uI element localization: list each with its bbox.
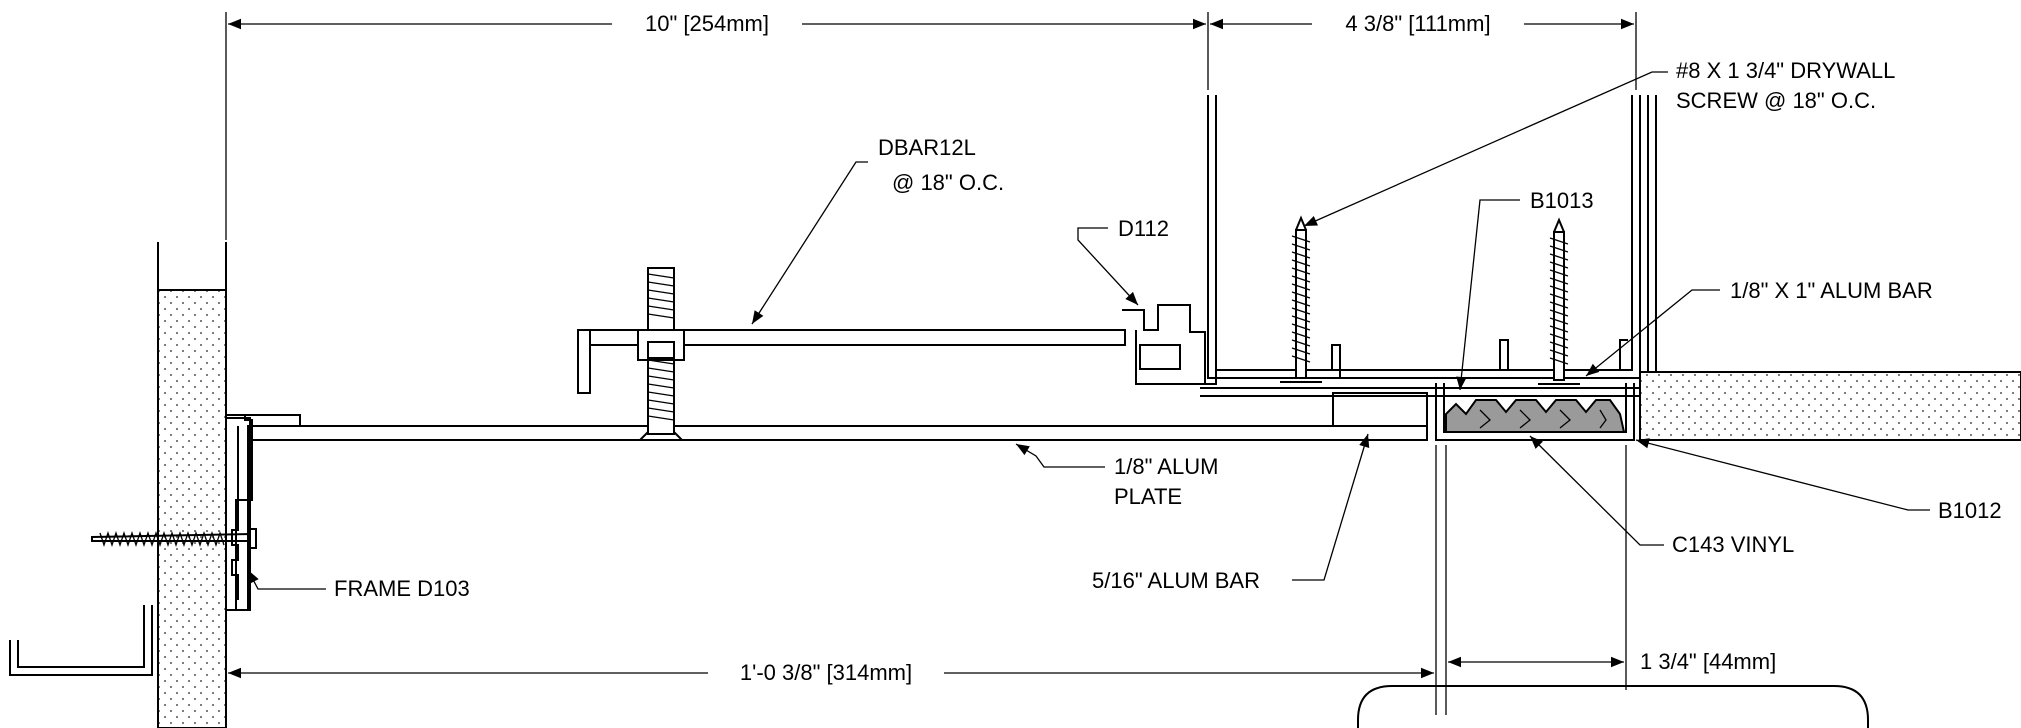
callout-frame: FRAME D103 (334, 576, 470, 601)
dbar12l-anchor (577, 267, 1126, 435)
drywall-screw-left (1280, 215, 1322, 383)
dim-bottom-right: 1 3/4" [44mm] (1640, 649, 1776, 674)
alum-bar-5-16 (1332, 392, 1428, 427)
callout-vinyl: C143 VINYL (1672, 532, 1794, 557)
callout-b1013: B1013 (1530, 188, 1594, 213)
d112-bracket (1122, 304, 1217, 385)
left-wall (157, 242, 227, 728)
drywall-screw-right (1538, 217, 1580, 385)
dim-top-right: 4 3/8" [111mm] (1345, 11, 1490, 36)
callout-b1012: B1012 (1938, 498, 2002, 523)
alum-plate (251, 425, 1428, 441)
dim-bottom-left: 1'-0 3/8" [314mm] (740, 660, 912, 685)
frame-d103 (225, 414, 301, 611)
dim-top-left: 10" [254mm] (645, 11, 769, 36)
callout-alum-bar-large: 5/16" ALUM BAR (1092, 568, 1260, 593)
wall-anchor-screw (91, 528, 257, 549)
right-wall (1639, 371, 2021, 441)
callout-plate-line2: PLATE (1114, 484, 1182, 509)
callout-dbar-line2: @ 18" O.C. (892, 170, 1004, 195)
callout-screw-line2: SCREW @ 18" O.C. (1676, 88, 1876, 113)
callout-dbar-line1: DBAR12L (878, 135, 976, 160)
dimension-lines (225, 12, 1637, 715)
leader-lines (247, 71, 1930, 590)
callout-plate-line1: 1/8" ALUM (1114, 454, 1218, 479)
vinyl-detail (1479, 409, 1607, 429)
left-floor-angle (9, 605, 153, 676)
floor-box (1357, 685, 1869, 728)
callout-alum-bar-small: 1/8" X 1" ALUM BAR (1730, 278, 1933, 303)
stud-channel (1200, 95, 1657, 397)
c143-vinyl (1445, 399, 1626, 433)
callout-screw-line1: #8 X 1 3/4" DRYWALL (1676, 58, 1895, 83)
callout-d112: D112 (1118, 216, 1169, 241)
